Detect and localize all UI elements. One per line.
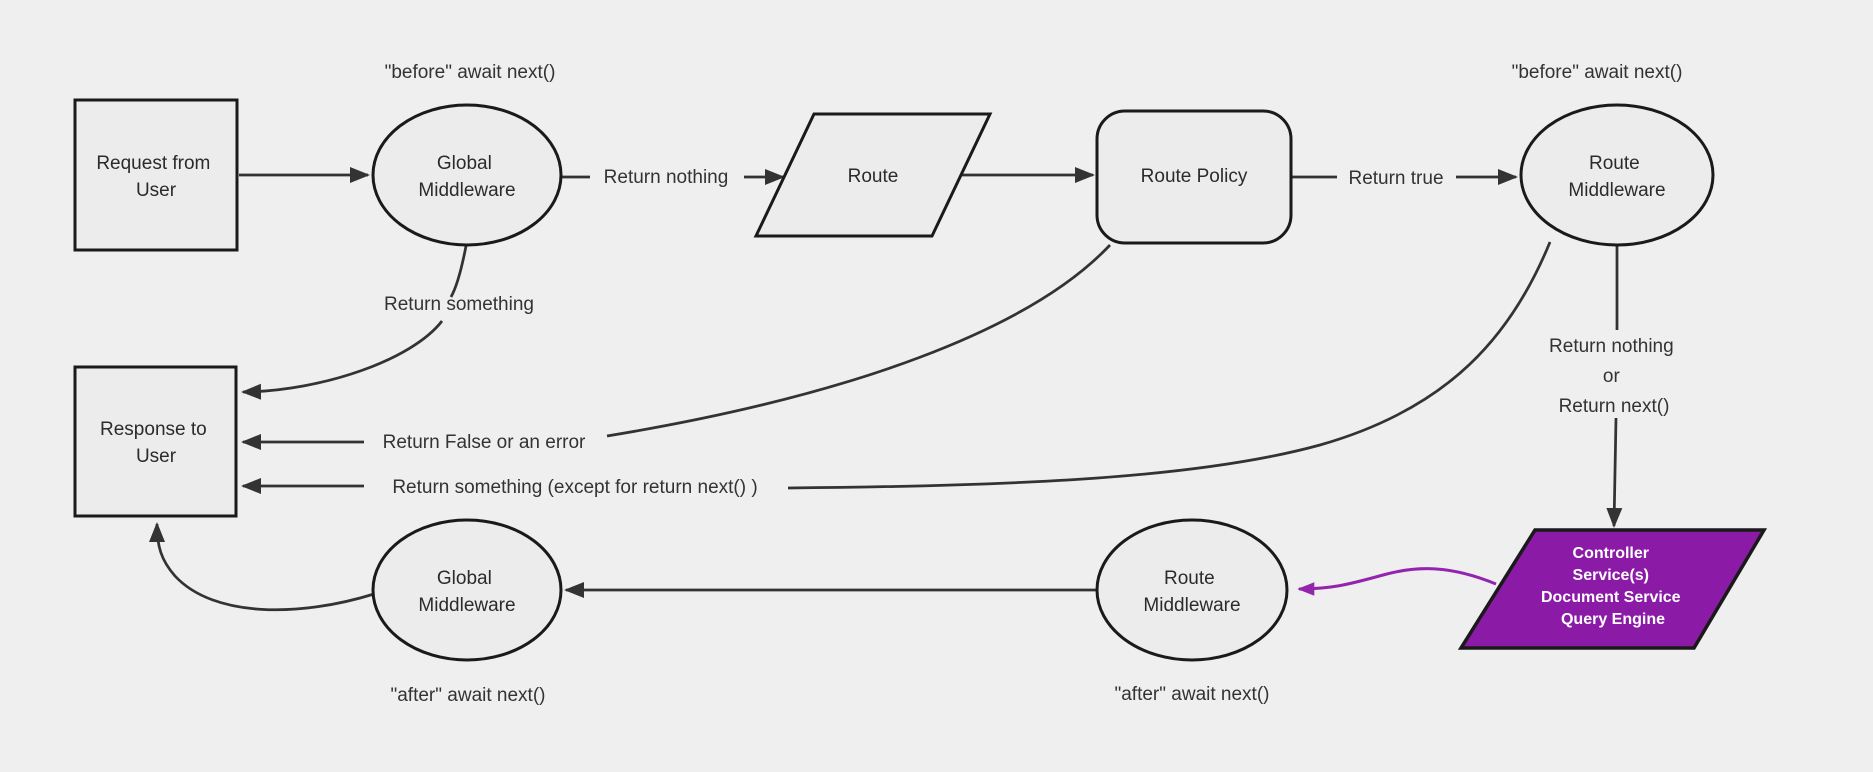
global-middleware-top-node (371, 103, 563, 247)
annotation-before-await-top-left: "before" await next() (385, 62, 556, 83)
edge-label-return-nothing: Return nothing (604, 167, 729, 188)
edge-label-return-nothing-or-next: Return nothing or Return next() (1549, 336, 1679, 417)
route-policy-label: Route Policy (1141, 166, 1248, 187)
global-middleware-bottom-label: Global Middleware (418, 568, 515, 616)
edge-route-policy-to-response-curve (606, 244, 1112, 438)
route-label: Route (848, 166, 899, 187)
edge-labels: Return nothing Return true Return someth… (383, 167, 1679, 498)
node-labels: Request from User Global Middleware Rout… (96, 153, 1685, 628)
request-node (73, 98, 239, 252)
response-node (73, 365, 238, 518)
edge-label-return-true: Return true (1348, 168, 1443, 189)
controller-node (1457, 528, 1768, 650)
route-node (753, 112, 993, 238)
global-middleware-top-label: Global Middleware (418, 153, 515, 201)
controller-label: Controller Service(s) Document Service Q… (1541, 545, 1685, 628)
route-middleware-bottom-node (1095, 518, 1289, 662)
route-middleware-top-label: Route Middleware (1568, 153, 1665, 201)
route-middleware-bottom-label: Route Middleware (1143, 568, 1240, 616)
global-middleware-bottom-node (371, 518, 563, 662)
response-label: Response to User (100, 419, 212, 467)
edge-global-middleware-to-response (241, 320, 444, 400)
edge-label-return-something-except: Return something (except for return next… (392, 477, 757, 498)
edge-global-middleware-bottom-to-response (149, 522, 375, 612)
edge-global-middleware-to-response-stub (449, 245, 468, 298)
edge-label-return-false-or-error: Return False or an error (383, 432, 586, 453)
route-policy-node (1095, 109, 1293, 245)
nodes (73, 98, 1768, 662)
edges (149, 167, 1623, 612)
route-middleware-top-node (1519, 103, 1715, 247)
edge-controller-to-route-middleware-bottom (1297, 567, 1497, 596)
annotation-after-await-bottom-right: "after" await next() (1115, 684, 1270, 705)
annotations: "before" await next() "before" await nex… (385, 62, 1683, 706)
annotation-before-await-top-right: "before" await next() (1512, 62, 1683, 83)
edge-route-middleware-to-response-curve (787, 241, 1552, 490)
edge-label-return-something: Return something (384, 294, 534, 315)
request-label: Request from User (96, 153, 215, 201)
edge-route-middleware-to-controller (1606, 417, 1623, 528)
annotation-after-await-bottom-left: "after" await next() (391, 685, 546, 706)
